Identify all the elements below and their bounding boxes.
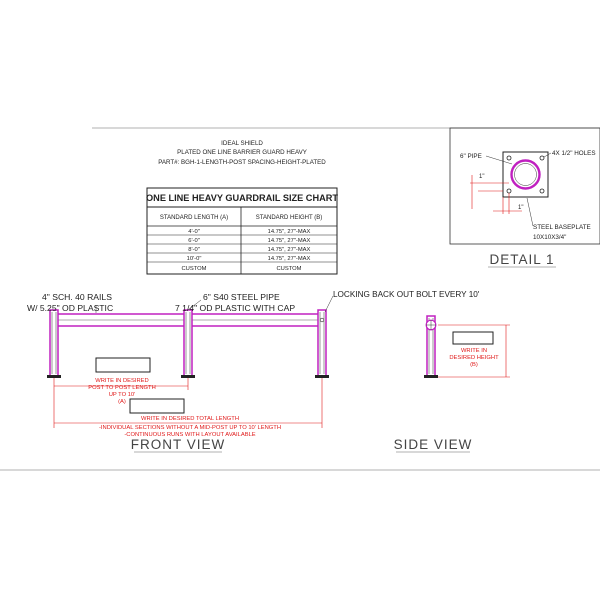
bolt-hole bbox=[506, 188, 512, 194]
title-line-2: PLATED ONE LINE BARRIER GUARD HEAVY bbox=[177, 149, 307, 156]
column-header-length: STANDARD LENGTH (A) bbox=[160, 215, 228, 221]
baseplate-middle bbox=[181, 375, 195, 378]
column-header-height: STANDARD HEIGHT (B) bbox=[256, 215, 322, 221]
total-note-line-1: WRITE IN DESIRED TOTAL LENGTH bbox=[141, 416, 239, 422]
bolt-hole bbox=[539, 155, 545, 161]
baseplate-left bbox=[47, 375, 61, 378]
side-baseplate bbox=[424, 375, 438, 378]
height-note-line-3: (B) bbox=[470, 362, 478, 368]
table-cell: 6'-0" bbox=[188, 238, 200, 244]
front-view-caption: FRONT VIEW bbox=[131, 437, 226, 452]
rails-label-line-1: 4" SCH. 40 RAILS bbox=[42, 292, 112, 302]
title-line-3: PART#: BGH-1-LENGTH-POST SPACING-HEIGHT-… bbox=[158, 159, 326, 166]
total-note-line-3: -CONTINUOUS RUNS WITH LAYOUT AVAILABLE bbox=[124, 432, 255, 438]
title-line-1: IDEAL SHIELD bbox=[221, 140, 263, 147]
table-cell: 14.75", 27"-MAX bbox=[268, 256, 311, 262]
table-cell: 14.75", 27"-MAX bbox=[268, 247, 311, 253]
post-spacing-input[interactable] bbox=[95, 357, 151, 373]
title-block: IDEAL SHIELD PLATED ONE LINE BARRIER GUA… bbox=[158, 140, 326, 166]
front-view-drawing: 4" SCH. 40 RAILS W/ 5.25" OD PLASTIC 6" … bbox=[27, 290, 480, 438]
height-note-line-1: WRITE IN bbox=[461, 348, 487, 354]
height-note-line-2: DESIRED HEIGHT bbox=[449, 355, 499, 361]
detail-1-box: 6" PIPE 4X 1/2" HOLES 1" 1" STEEL BASEPL… bbox=[449, 127, 600, 245]
bolt-hole bbox=[539, 188, 545, 194]
spacing-note-line-2: POST TO POST LENGTH bbox=[88, 385, 156, 391]
table-cell: 4'-0" bbox=[188, 229, 200, 235]
bolt-hole bbox=[506, 155, 512, 161]
table-cell: 8'-0" bbox=[188, 247, 200, 253]
holes-label: 4X 1/2" HOLES bbox=[552, 150, 596, 157]
pipe-label: 6" PIPE bbox=[460, 153, 482, 160]
spacing-note-line-1: WRITE IN DESIRED bbox=[95, 378, 148, 384]
bolt-label: LOCKING BACK OUT BOLT EVERY 10' bbox=[333, 290, 480, 299]
pipe-circle bbox=[510, 159, 541, 190]
pipe-label-line-1: 6" S40 STEEL PIPE bbox=[203, 292, 280, 302]
bolt-icon bbox=[319, 317, 325, 323]
detail-dimension-2: 1" bbox=[518, 205, 523, 211]
size-chart-heading: ONE LINE HEAVY GUARDRAIL SIZE CHART bbox=[146, 193, 338, 203]
baseplate-label-line-2: 10X10X3/4" bbox=[533, 234, 566, 241]
height-input[interactable] bbox=[452, 331, 494, 345]
post-right bbox=[317, 309, 327, 377]
post-left bbox=[49, 309, 59, 377]
detail-1-caption: DETAIL 1 bbox=[489, 252, 554, 267]
size-chart-table: ONE LINE HEAVY GUARDRAIL SIZE CHART STAN… bbox=[146, 187, 338, 275]
pipe-label-line-2: 7 1/4" OD PLASTIC WITH CAP bbox=[175, 303, 295, 313]
table-cell: 10'-0" bbox=[187, 256, 202, 262]
table-cell: CUSTOM bbox=[181, 266, 206, 272]
rails-label-line-2: W/ 5.25" OD PLASTIC bbox=[27, 303, 113, 313]
total-note-line-2: -INDIVIDUAL SECTIONS WITHOUT A MID-POST … bbox=[99, 425, 281, 431]
baseplate-label-line-1: STEEL BASEPLATE bbox=[533, 224, 591, 231]
table-cell: 14.75", 27"-MAX bbox=[268, 229, 311, 235]
side-view-caption: SIDE VIEW bbox=[394, 437, 473, 452]
post-middle bbox=[183, 309, 193, 377]
detail-dimension-1: 1" bbox=[479, 174, 484, 180]
total-length-input[interactable] bbox=[129, 398, 185, 414]
spacing-note-line-4: (A) bbox=[118, 399, 126, 405]
side-view-drawing: WRITE IN DESIRED HEIGHT (B) bbox=[424, 315, 510, 378]
baseplate-right bbox=[315, 375, 329, 378]
table-cell: 14.75", 27"-MAX bbox=[268, 238, 311, 244]
table-cell: CUSTOM bbox=[276, 266, 301, 272]
spacing-note-line-3: UP TO 10' bbox=[109, 392, 136, 398]
